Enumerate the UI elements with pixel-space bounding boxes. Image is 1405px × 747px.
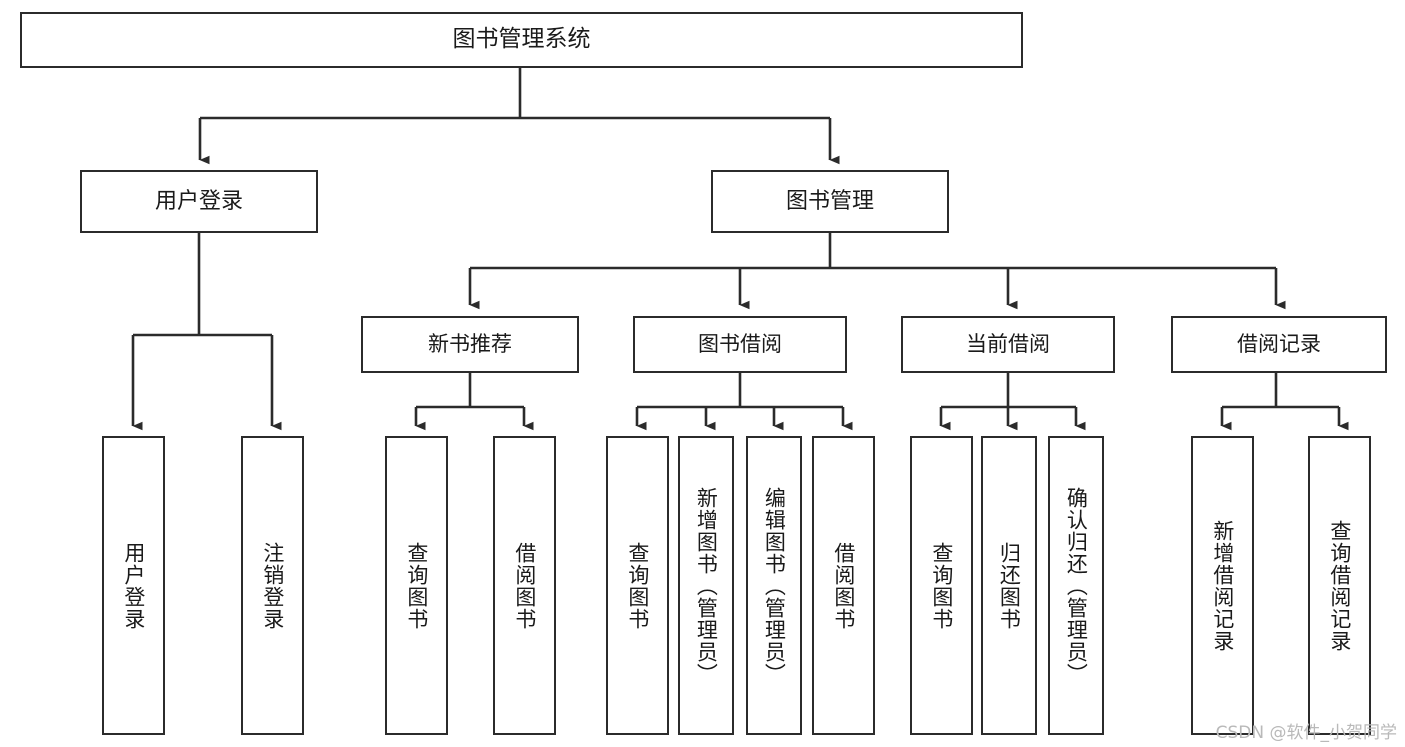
node-leaf-query-record-label: 查询借阅记录 [1327, 519, 1352, 652]
node-borrow-record-label: 借阅记录 [1237, 332, 1321, 357]
node-leaf-add-record[interactable]: 新增借阅记录 [1191, 436, 1254, 735]
node-root-label: 图书管理系统 [452, 26, 591, 53]
node-leaf-query-book-3-label: 查询图书 [929, 541, 954, 630]
node-leaf-borrow-book-1-label: 借阅图书 [512, 541, 537, 630]
node-leaf-query-record[interactable]: 查询借阅记录 [1308, 436, 1371, 735]
node-leaf-add-book[interactable]: 新增图书（管理员） [678, 436, 734, 735]
node-current-borrow-label: 当前借阅 [966, 332, 1050, 357]
node-leaf-add-book-label: 新增图书（管理员） [694, 486, 719, 685]
node-leaf-query-book-2-label: 查询图书 [625, 541, 650, 630]
node-leaf-edit-book[interactable]: 编辑图书（管理员） [746, 436, 802, 735]
node-user-login-label: 用户登录 [154, 188, 243, 214]
node-borrow-record[interactable]: 借阅记录 [1171, 316, 1387, 373]
node-root[interactable]: 图书管理系统 [20, 12, 1023, 68]
node-leaf-confirm-return-label: 确认归还（管理员） [1064, 486, 1089, 685]
node-leaf-borrow-book-1[interactable]: 借阅图书 [493, 436, 556, 735]
node-leaf-confirm-return[interactable]: 确认归还（管理员） [1048, 436, 1104, 735]
node-book-borrow[interactable]: 图书借阅 [633, 316, 847, 373]
node-leaf-user-login[interactable]: 用户登录 [102, 436, 165, 735]
node-leaf-logout-login[interactable]: 注销登录 [241, 436, 304, 735]
node-leaf-query-book-3[interactable]: 查询图书 [910, 436, 973, 735]
node-leaf-return-book[interactable]: 归还图书 [981, 436, 1037, 735]
node-leaf-borrow-book-2[interactable]: 借阅图书 [812, 436, 875, 735]
csdn-watermark: CSDN @软件_小贺同学 [1215, 723, 1397, 743]
node-leaf-borrow-book-2-label: 借阅图书 [831, 541, 856, 630]
node-leaf-query-book-2[interactable]: 查询图书 [606, 436, 669, 735]
node-new-book-recommend[interactable]: 新书推荐 [361, 316, 579, 373]
node-leaf-add-record-label: 新增借阅记录 [1210, 519, 1235, 652]
node-book-borrow-label: 图书借阅 [698, 332, 782, 357]
node-book-manage[interactable]: 图书管理 [711, 170, 949, 233]
node-user-login[interactable]: 用户登录 [80, 170, 318, 233]
node-leaf-user-login-label: 用户登录 [121, 541, 146, 630]
node-new-book-recommend-label: 新书推荐 [428, 332, 512, 357]
node-leaf-query-book-1[interactable]: 查询图书 [385, 436, 448, 735]
node-book-manage-label: 图书管理 [785, 188, 874, 214]
node-current-borrow[interactable]: 当前借阅 [901, 316, 1115, 373]
node-leaf-query-book-1-label: 查询图书 [404, 541, 429, 630]
node-leaf-edit-book-label: 编辑图书（管理员） [762, 486, 787, 685]
node-leaf-logout-login-label: 注销登录 [260, 541, 285, 630]
node-leaf-return-book-label: 归还图书 [997, 541, 1022, 630]
